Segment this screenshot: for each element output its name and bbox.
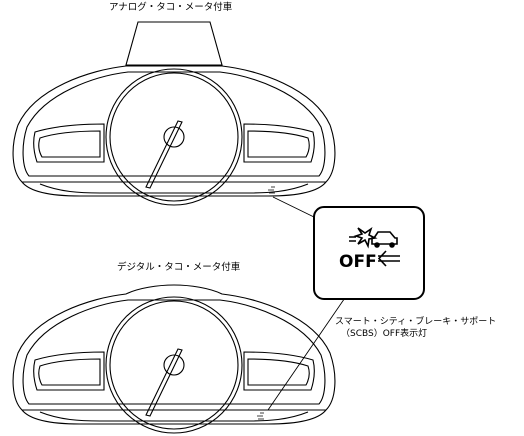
gauge-bezel-inner (109, 300, 239, 430)
left-window (33, 123, 105, 163)
gauge-hub (163, 354, 185, 376)
callout-label-line2: （SCBS）OFF表示灯 (341, 329, 428, 339)
cluster-housing (12, 284, 336, 411)
gauge-bezel-inner (109, 72, 239, 202)
gauge-bezel-outer (105, 68, 243, 206)
scbs-indicator-mark-analog (268, 186, 275, 194)
callout-box: OFF (267, 196, 425, 411)
right-window-inner (247, 130, 310, 158)
right-window (243, 123, 315, 163)
right-window-inner (247, 358, 310, 386)
housing-bottom (21, 181, 327, 197)
gauge-needle (145, 348, 183, 417)
cluster-housing (12, 65, 336, 183)
housing-rib (39, 183, 309, 194)
scbs-indicator-mark-digital (257, 412, 264, 420)
left-window (33, 351, 105, 391)
analog-cluster-title: アナログ・タコ・メータ付車 (109, 2, 233, 13)
left-window-inner (38, 130, 101, 158)
scbs-off-indicator-icon (349, 227, 400, 267)
callout-label-line1: スマート・シティ・ブレーキ・サポート (335, 317, 497, 327)
cluster-housing-inner (22, 299, 326, 405)
right-window (243, 351, 315, 391)
indicator-off-text: OFF (339, 252, 377, 272)
cluster-housing-inner (22, 71, 326, 177)
analog-cluster (12, 21, 336, 206)
gauge-bezel-outer (105, 296, 243, 434)
left-window-inner (38, 358, 101, 386)
callout-frame (313, 206, 425, 300)
tacho-hood (125, 21, 223, 66)
digital-cluster (12, 284, 336, 434)
gauge-hub (163, 126, 185, 148)
housing-bottom (21, 409, 327, 425)
gauge-needle (145, 120, 183, 189)
housing-rib (39, 411, 309, 422)
digital-cluster-title: デジタル・タコ・メータ付車 (117, 262, 241, 273)
